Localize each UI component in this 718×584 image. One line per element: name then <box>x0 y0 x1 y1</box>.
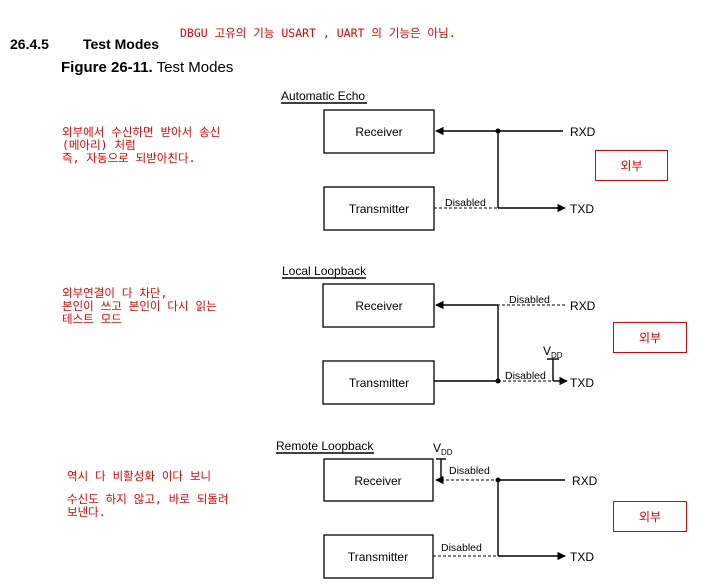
note-echo-line: 외부에서 수신하면 받아서 송신 <box>62 125 221 139</box>
remote-title: Remote Loopback <box>276 439 374 453</box>
external-box-remote: 외부 <box>613 501 687 532</box>
remote-txd-label: TXD <box>570 550 594 564</box>
note-remote-line: 보낸다. <box>67 505 106 519</box>
echo-txd-label: TXD <box>570 202 594 216</box>
remote-vdd-v: V <box>433 441 441 455</box>
local-vdd-v: V <box>543 344 551 358</box>
local-rxd-label: RXD <box>570 299 596 313</box>
note-remote-2: 수신도 하지 않고, 바로 되돌려 보낸다. <box>67 493 229 519</box>
note-local: 외부연결이 다 차단, 본인이 쓰고 본인이 다시 읽는 테스트 모드 <box>62 287 217 326</box>
note-echo-line: 즉, 자동으로 되받아친다. <box>62 151 196 165</box>
remote-rxd-label: RXD <box>572 474 598 488</box>
note-remote-line: 수신도 하지 않고, 바로 되돌려 <box>67 492 229 506</box>
local-title: Local Loopback <box>282 264 367 278</box>
note-local-line: 외부연결이 다 차단, <box>62 286 168 300</box>
section-title: Test Modes <box>83 36 159 52</box>
section-number: 26.4.5 <box>10 36 49 52</box>
remote-vdd-label: VDD <box>433 441 453 457</box>
remote-disabled-rx-label: Disabled <box>449 465 490 477</box>
local-vdd-sub: DD <box>551 351 563 360</box>
remote-disabled-tx-label: Disabled <box>441 542 482 554</box>
local-receiver-box <box>322 283 435 328</box>
figure-caption: Figure 26-11. Test Modes <box>61 59 233 76</box>
remote-transmitter-box <box>323 534 434 579</box>
external-box-echo: 외부 <box>595 150 668 181</box>
local-vdd-label: VDD <box>543 344 563 360</box>
remote-transmitter-label: Transmitter <box>348 550 408 564</box>
local-receiver-label: Receiver <box>355 299 402 313</box>
echo-rxd-label: RXD <box>570 125 596 139</box>
local-txd-label: TXD <box>570 376 594 390</box>
local-disabled-rx-label: Disabled <box>509 294 550 306</box>
local-transmitter-label: Transmitter <box>349 376 409 390</box>
figure-label: Figure 26-11. <box>61 59 153 76</box>
note-echo-line: (메아리) 처럼 <box>62 138 136 152</box>
remote-receiver-label: Receiver <box>354 474 401 488</box>
echo-receiver-box <box>323 109 435 154</box>
external-box-local: 외부 <box>613 322 687 353</box>
note-local-line: 테스트 모드 <box>62 312 122 326</box>
note-top: DBGU 고유의 기능 USART , UART 의 기능은 아님. <box>180 26 456 40</box>
local-loopback-diagram: Local Loopback Receiver Transmitter Disa… <box>282 264 596 405</box>
remote-receiver-box <box>323 458 434 502</box>
note-remote-1: 역시 다 비활성화 이다 보니 <box>67 469 212 483</box>
figure-title: Test Modes <box>156 59 234 76</box>
echo-title: Automatic Echo <box>281 89 365 103</box>
local-disabled-tx-label: Disabled <box>505 370 546 382</box>
echo-transmitter-label: Transmitter <box>349 202 409 216</box>
note-local-line: 본인이 쓰고 본인이 다시 읽는 <box>62 299 217 313</box>
echo-disabled-label: Disabled <box>445 197 486 209</box>
automatic-echo-diagram: Automatic Echo Receiver Transmitter Disa… <box>281 89 596 231</box>
note-echo: 외부에서 수신하면 받아서 송신 (메아리) 처럼 즉, 자동으로 되받아친다. <box>62 126 220 165</box>
echo-transmitter-box <box>323 186 435 231</box>
remote-vdd-sub: DD <box>441 448 453 457</box>
echo-receiver-label: Receiver <box>355 125 402 139</box>
remote-loopback-diagram: Remote Loopback Receiver Transmitter VDD… <box>276 439 598 579</box>
local-transmitter-box <box>322 360 435 405</box>
